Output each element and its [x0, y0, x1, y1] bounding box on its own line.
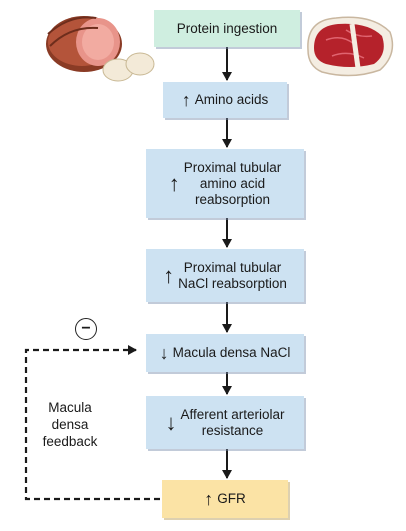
- down-arrow-icon: ↓: [159, 343, 169, 363]
- box-afferent-content: ↓ Afferent arteriolar resistance: [165, 407, 284, 439]
- box-label-line: resistance: [201, 422, 264, 438]
- box-macula-densa-content: ↓ Macula densa NaCl: [159, 343, 291, 363]
- box-label-line: NaCl reabsorption: [178, 275, 287, 291]
- box-label-line: amino acid: [199, 175, 266, 191]
- box-amino-acids-content: ↑ Amino acids: [181, 90, 269, 110]
- box-label-line: Proximal tubular: [183, 159, 282, 175]
- box-label-line: Afferent arteriolar: [180, 406, 285, 422]
- box-protein-ingestion: Protein ingestion: [154, 10, 300, 47]
- box-label-line: Protein ingestion: [176, 20, 278, 36]
- box-gfr-content: ↑ GFR: [204, 489, 246, 509]
- box-proximal-aa-content: ↑ Proximal tubular amino acid reabsorpti…: [169, 160, 282, 208]
- box-proximal-nacl-content: ↑ Proximal tubular NaCl reabsorption: [163, 260, 287, 292]
- negative-feedback-icon: −: [75, 318, 97, 340]
- feedback-label-line: densa: [51, 417, 89, 432]
- box-label-line: reabsorption: [194, 191, 271, 207]
- box-proximal-amino-acid-reabsorption: ↑ Proximal tubular amino acid reabsorpti…: [146, 149, 304, 218]
- box-label-line: Macula densa NaCl: [172, 345, 291, 360]
- box-label-line: Proximal tubular: [183, 259, 282, 275]
- box-label-line: Amino acids: [194, 92, 269, 107]
- box-macula-densa-nacl: ↓ Macula densa NaCl: [146, 334, 304, 372]
- up-arrow-icon: ↑: [168, 170, 180, 196]
- up-arrow-icon: ↑: [181, 90, 191, 110]
- ham-and-eggs-illustration: [46, 16, 155, 82]
- box-gfr: ↑ GFR: [162, 480, 288, 518]
- box-proximal-nacl-reabsorption: ↑ Proximal tubular NaCl reabsorption: [146, 249, 304, 302]
- steak-illustration: [307, 16, 394, 77]
- up-arrow-icon: ↑: [163, 262, 175, 288]
- box-protein-ingestion-content: Protein ingestion: [177, 21, 278, 37]
- box-label-line: GFR: [217, 491, 246, 506]
- down-arrow-icon: ↓: [165, 409, 177, 435]
- feedback-label: Macula densa feedback: [30, 399, 110, 450]
- feedback-label-line: Macula: [48, 400, 92, 415]
- box-amino-acids: ↑ Amino acids: [163, 82, 287, 118]
- feedback-label-line: feedback: [42, 434, 98, 449]
- up-arrow-icon: ↑: [204, 489, 214, 509]
- box-afferent-arteriolar-resistance: ↓ Afferent arteriolar resistance: [146, 396, 304, 449]
